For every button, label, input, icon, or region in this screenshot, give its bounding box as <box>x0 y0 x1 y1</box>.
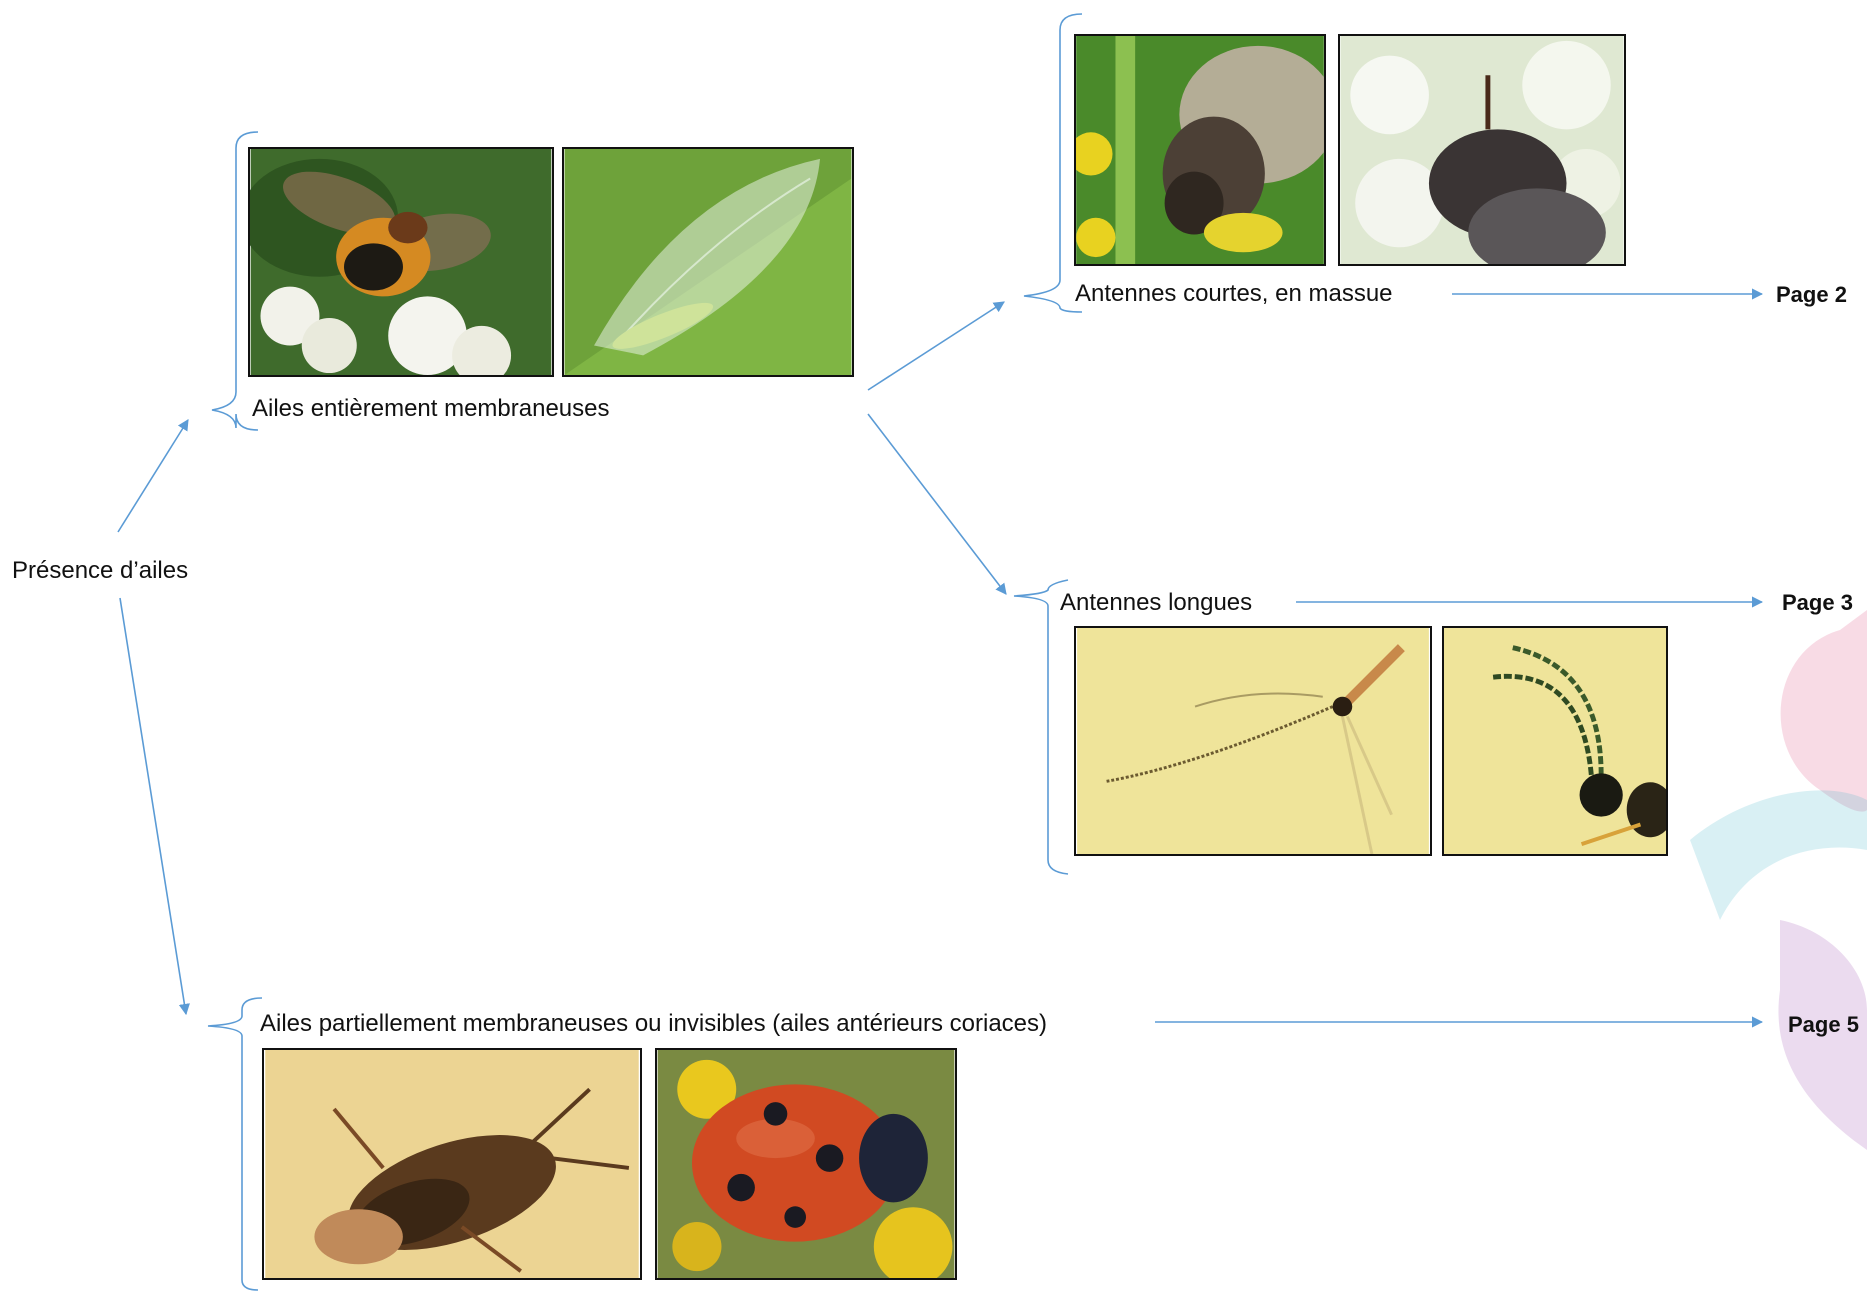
page-5-link[interactable]: Page 5 <box>1788 1011 1859 1039</box>
root-label: Présence d’ailes <box>12 557 188 585</box>
arrow-root-to-membranous <box>118 420 188 532</box>
bug-photo-icon <box>264 1050 640 1278</box>
fly-on-flowers-photo <box>1338 34 1626 266</box>
partial-label: Ailes partiellement membraneuses ou invi… <box>260 1010 1047 1038</box>
membranous-label: Ailes entièrement membraneuses <box>252 395 610 423</box>
ladybird-photo-icon <box>657 1050 955 1278</box>
wasp-antennae-photo-icon <box>1444 628 1666 854</box>
brace-partial <box>208 998 262 1290</box>
brace-long-antennae <box>1014 580 1068 874</box>
hoverfly-head-photo-icon <box>1076 36 1324 264</box>
bug-photo <box>262 1048 642 1280</box>
page-3-link[interactable]: Page 3 <box>1782 589 1853 617</box>
arrow-membranous-to-long <box>868 414 1006 594</box>
midge-antennae-photo <box>1074 626 1432 856</box>
lacewing-photo <box>562 147 854 377</box>
ladybird-photo <box>655 1048 957 1280</box>
page-2-link[interactable]: Page 2 <box>1776 281 1847 309</box>
midge-antennae-photo-icon <box>1076 628 1430 854</box>
fly-photo-icon <box>250 149 552 375</box>
wasp-antennae-photo <box>1442 626 1668 856</box>
fly-photo <box>248 147 554 377</box>
lacewing-photo-icon <box>564 149 852 375</box>
hoverfly-head-photo <box>1074 34 1326 266</box>
arrow-membranous-to-short <box>868 302 1004 390</box>
arrow-root-to-partial <box>120 598 186 1014</box>
long-antennae-label: Antennes longues <box>1060 589 1252 617</box>
fly-on-flowers-photo-icon <box>1340 36 1624 264</box>
watermark-logo-icon <box>1690 590 1867 1170</box>
short-antennae-label: Antennes courtes, en massue <box>1075 280 1393 308</box>
